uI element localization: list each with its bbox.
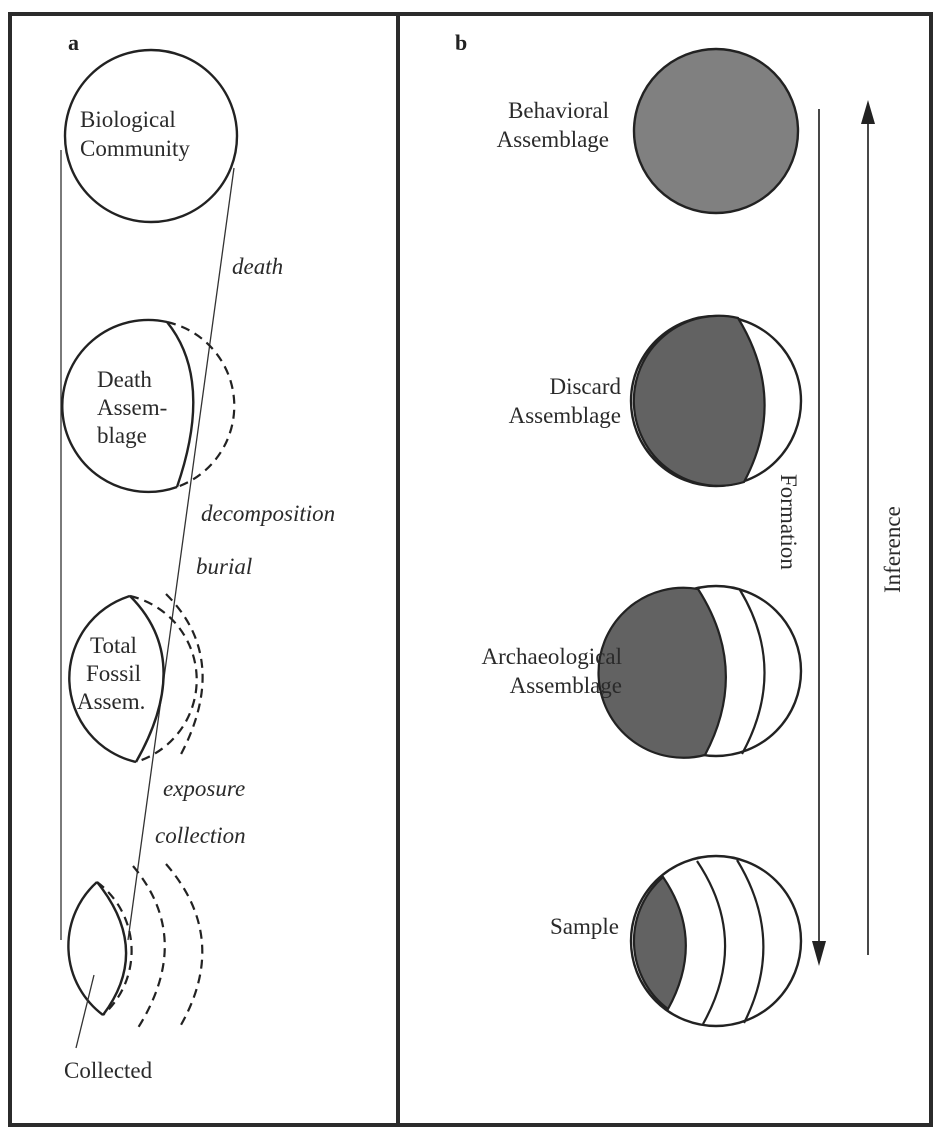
discard-assemblage-stage: Discard Assemblage	[509, 314, 803, 488]
death-lost-dashed-arc	[166, 320, 236, 489]
discard-retained-fill	[632, 314, 766, 487]
collected-outer-dashed	[96, 881, 133, 1016]
sample-loss-arc-1	[696, 860, 727, 1025]
archaeological-loss-arc	[739, 589, 766, 755]
sample-retained-fill	[632, 875, 687, 1011]
collected-label: Collected	[64, 1058, 153, 1083]
process-decomposition-label: decomposition	[201, 501, 335, 526]
collected-leader-line	[75, 974, 95, 1049]
total-fossil-label-line1: Total	[90, 633, 137, 658]
inference-arrow: Inference	[861, 100, 905, 955]
inference-label: Inference	[880, 506, 905, 593]
collected-stage: Collected	[64, 863, 204, 1083]
archaeological-retained-fill	[597, 586, 727, 759]
death-assemblage-label-line2: Assem-	[97, 395, 167, 420]
sampled-bracket-line	[127, 167, 235, 941]
process-death-label: death	[232, 254, 283, 279]
death-retained-outline	[61, 318, 178, 494]
death-assemblage-label-line1: Death	[97, 367, 152, 392]
fossil-lost-inner-dashed	[165, 593, 204, 759]
total-fossil-label-line2: Fossil	[86, 661, 141, 686]
panel-a: a Biological Community death Death Assem…	[60, 30, 335, 1083]
collected-dashed-arc-1	[132, 865, 166, 1032]
formation-label: Formation	[776, 474, 801, 570]
process-exposure-label: exposure	[163, 776, 245, 801]
total-fossil-label-line3: Assem.	[77, 689, 145, 714]
sample-stage: Sample	[550, 854, 803, 1028]
fossil-cut-arc	[129, 595, 165, 763]
biological-community-stage: Biological Community	[63, 48, 239, 224]
death-cut-arc	[166, 321, 195, 488]
biological-community-circle	[63, 48, 239, 224]
panel-b: b Behavioral Assemblage Discard Assembla…	[455, 30, 905, 1028]
panel-a-letter: a	[68, 30, 79, 55]
archaeological-label-line2: Assemblage	[510, 673, 622, 698]
archaeological-label-line1: Archaeological	[482, 644, 622, 669]
sample-label: Sample	[550, 914, 619, 939]
behavioral-assemblage-stage: Behavioral Assemblage	[497, 47, 800, 215]
outer-frame	[8, 12, 933, 1127]
sample-loss-arc-2	[736, 859, 765, 1024]
collected-cut-arc	[96, 881, 128, 1016]
death-assemblage-stage: Death Assem- blage	[61, 318, 236, 494]
formation-arrow: Formation	[776, 109, 826, 966]
archaeological-assemblage-stage: Archaeological Assemblage	[482, 584, 803, 759]
biological-community-label-line2: Community	[80, 136, 190, 161]
collected-outline	[67, 881, 104, 1016]
fossil-lost-outer-dashed	[129, 594, 198, 764]
discard-label-line2: Assemblage	[509, 403, 621, 428]
fossil-retained-outline	[68, 594, 137, 764]
death-assemblage-label-line3: blage	[97, 423, 147, 448]
discard-label-line1: Discard	[549, 374, 621, 399]
inference-arrowhead-icon	[861, 100, 875, 124]
behavioral-label-line2: Assemblage	[497, 127, 609, 152]
process-collection-label: collection	[155, 823, 246, 848]
behavioral-assemblage-circle	[632, 47, 800, 215]
panel-b-letter: b	[455, 30, 467, 55]
process-burial-label: burial	[196, 554, 252, 579]
behavioral-label-line1: Behavioral	[508, 98, 609, 123]
biological-community-label-line1: Biological	[80, 107, 176, 132]
total-fossil-stage: Total Fossil Assem.	[68, 593, 204, 764]
formation-arrowhead-icon	[812, 941, 826, 966]
collected-dashed-arc-2	[165, 863, 204, 1031]
